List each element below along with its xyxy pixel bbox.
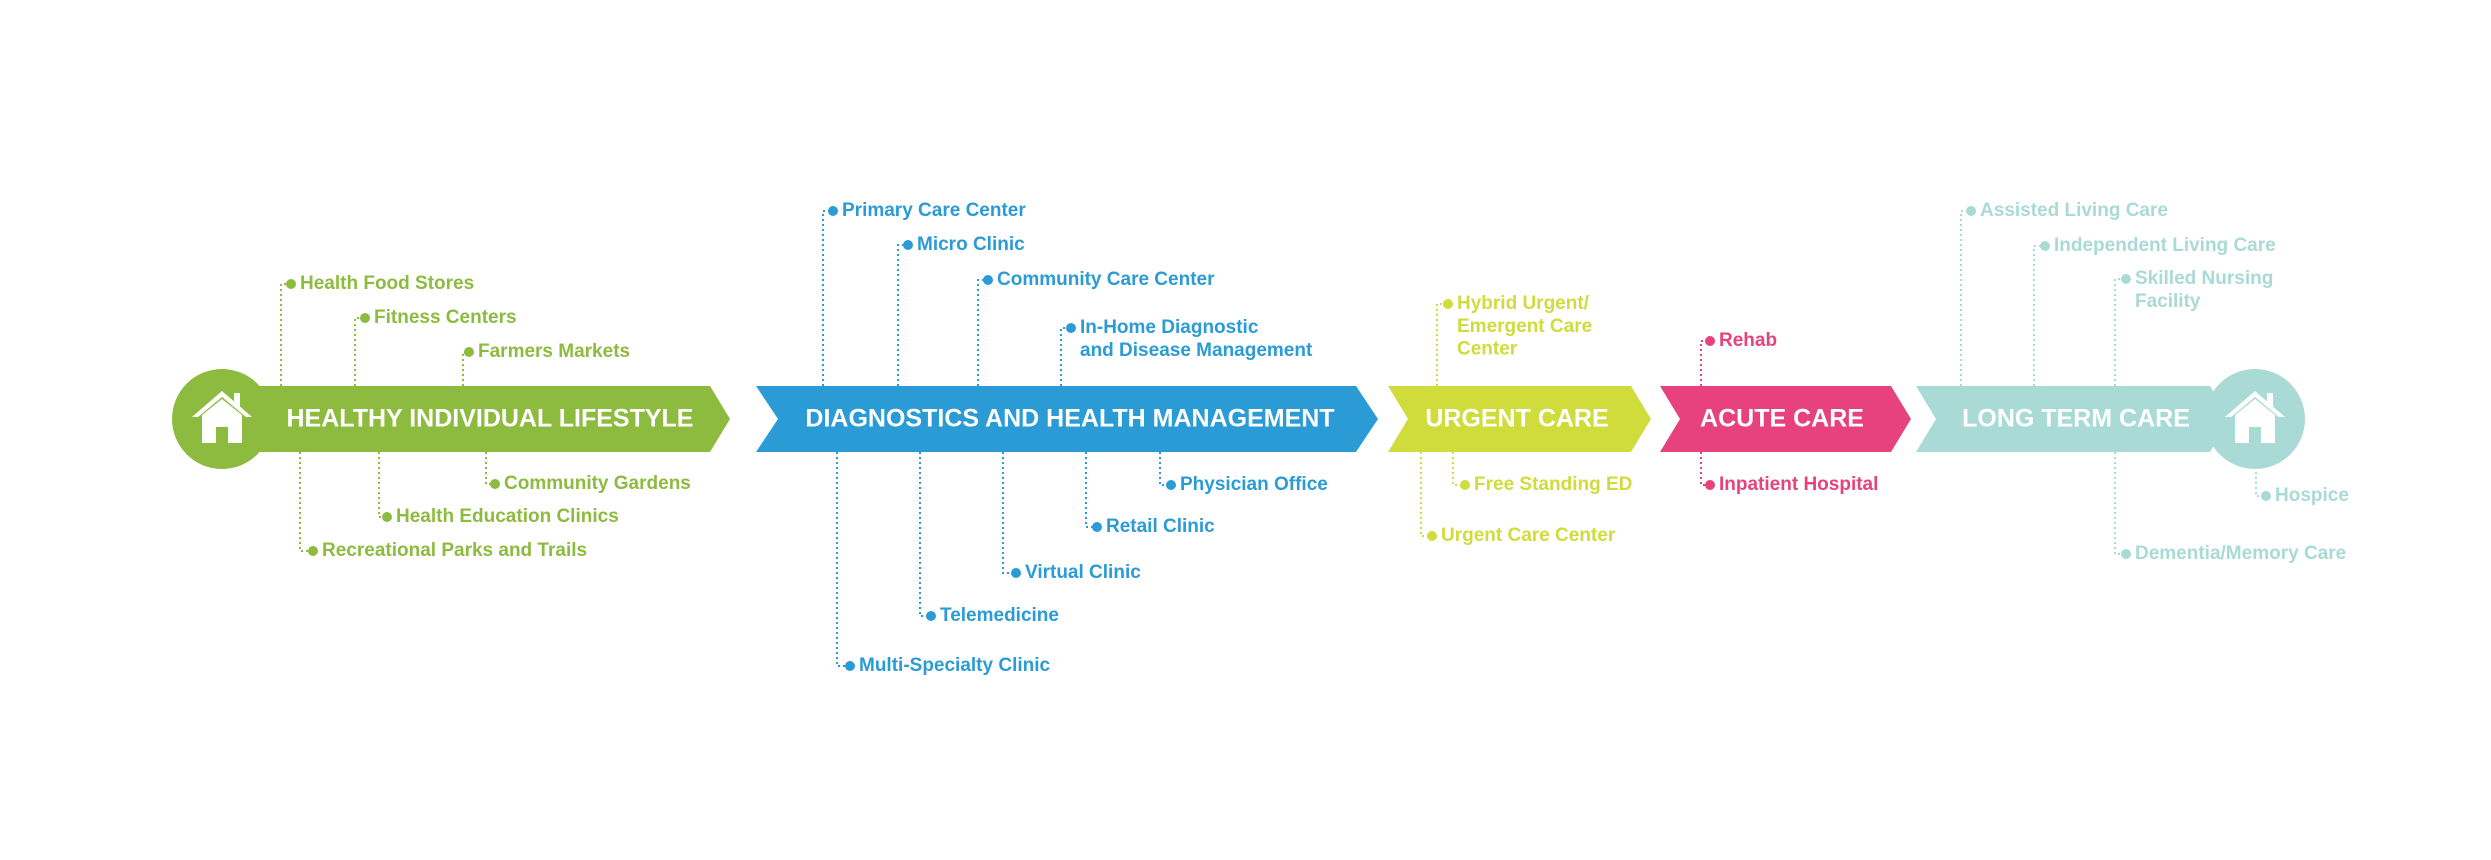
healthy-leader-dot xyxy=(360,313,370,323)
healthy-leader-dot xyxy=(490,479,500,489)
home-icon xyxy=(2225,391,2285,443)
diagnostics-item-above-2: Community Care Center xyxy=(997,269,1215,290)
healthy-leader-dot xyxy=(308,546,318,556)
diagnostics-leader-dot xyxy=(1092,522,1102,532)
longterm-leader-dot xyxy=(2261,491,2271,501)
healthy-item-below-1: Health Education Clinics xyxy=(396,506,619,527)
longterm-leader-dot xyxy=(2040,241,2050,251)
healthy-leader-line xyxy=(378,452,387,518)
diagnostics-leader-line xyxy=(919,452,931,617)
diagnostics-item-below-2: Virtual Clinic xyxy=(1025,562,1141,583)
healthy-item-below-0: Community Gardens xyxy=(504,473,691,494)
urgent-item-below-0: Free Standing ED xyxy=(1474,474,1632,495)
diagnostics-leader-dot xyxy=(983,275,993,285)
acute-leader-dot xyxy=(1705,336,1715,346)
healthy-leader-dot xyxy=(464,347,474,357)
diagnostics-band xyxy=(756,386,1378,452)
acute-band-label: ACUTE CARE xyxy=(1700,405,1864,433)
acute-leader-line xyxy=(1700,452,1710,486)
longterm-item-above-1: Independent Living Care xyxy=(2054,235,2276,256)
diagnostics-leader-line xyxy=(1085,452,1097,528)
acute-item-below-0: Inpatient Hospital xyxy=(1719,474,1878,495)
healthy-band xyxy=(230,386,730,452)
diagnostics-item-below-4: Multi-Specialty Clinic xyxy=(859,655,1051,676)
healthy-band-label: HEALTHY INDIVIDUAL LIFESTYLE xyxy=(287,405,694,433)
longterm-item-below-0: Hospice xyxy=(2275,485,2349,506)
diagnostics-item-above-0: Primary Care Center xyxy=(842,200,1026,221)
urgent-band xyxy=(1388,386,1651,452)
healthy-leader-line xyxy=(485,452,495,485)
diagnostics-band-label: DIAGNOSTICS AND HEALTH MANAGEMENT xyxy=(805,405,1334,433)
longterm-band xyxy=(1916,386,2230,452)
longterm-leader-dot xyxy=(1966,206,1976,216)
healthy-leader-dot xyxy=(286,279,296,289)
longterm-leader-dot xyxy=(2121,549,2131,559)
acute-item-above-0: Rehab xyxy=(1719,330,1777,351)
diagnostics-item-below-1: Retail Clinic xyxy=(1106,516,1215,537)
urgent-leader-line xyxy=(1420,452,1432,537)
longterm-band-label: LONG TERM CARE xyxy=(1962,405,2190,433)
diagnostics-leader-dot xyxy=(1066,323,1076,333)
diagnostics-leader-line xyxy=(897,244,908,386)
healthy-leader-line xyxy=(354,317,365,386)
urgent-leader-dot xyxy=(1443,299,1453,309)
diagnostics-leader-line xyxy=(836,452,850,667)
diagnostics-leader-dot xyxy=(926,611,936,621)
healthy-item-above-2: Farmers Markets xyxy=(478,341,630,362)
acute-band xyxy=(1660,386,1911,452)
longterm-leader-line xyxy=(2114,278,2126,386)
diagnostics-leader-dot xyxy=(828,206,838,216)
urgent-item-below-1: Urgent Care Center xyxy=(1441,525,1616,546)
healthy-item-below-2: Recreational Parks and Trails xyxy=(322,540,587,561)
diagnostics-item-below-0: Physician Office xyxy=(1180,474,1328,495)
healthy-leader-line xyxy=(462,351,469,386)
longterm-leader-line xyxy=(2033,245,2045,386)
diagnostics-leader-line xyxy=(1060,327,1071,386)
urgent-leader-dot xyxy=(1460,480,1470,490)
longterm-leader-line xyxy=(1960,210,1971,386)
diagnostics-item-below-3: Telemedicine xyxy=(940,605,1059,626)
diagnostics-leader-dot xyxy=(1011,568,1021,578)
acute-leader-line xyxy=(1700,340,1710,386)
diagnostics-leader-dot xyxy=(845,661,855,671)
diagnostics-leader-line xyxy=(1159,452,1171,486)
urgent-leader-line xyxy=(1452,452,1465,486)
healthy-leader-line xyxy=(299,452,313,552)
diagnostics-leader-line xyxy=(822,210,833,386)
diagnostics-leader-line xyxy=(1002,452,1016,574)
healthy-leader-line xyxy=(280,283,291,386)
longterm-item-below-1: Dementia/Memory Care xyxy=(2135,543,2346,564)
healthy-item-above-1: Fitness Centers xyxy=(374,307,517,328)
diagnostics-leader-line xyxy=(977,279,988,386)
acute-leader-dot xyxy=(1705,480,1715,490)
longterm-leader-line xyxy=(2114,452,2126,555)
longterm-item-above-0: Assisted Living Care xyxy=(1980,200,2168,221)
urgent-leader-dot xyxy=(1427,531,1437,541)
diagnostics-leader-dot xyxy=(1166,480,1176,490)
healthy-item-above-0: Health Food Stores xyxy=(300,273,474,294)
diagnostics-item-above-1: Micro Clinic xyxy=(917,234,1025,255)
longterm-leader-dot xyxy=(2121,274,2131,284)
urgent-leader-line xyxy=(1436,303,1448,386)
urgent-band-label: URGENT CARE xyxy=(1425,405,1608,433)
home-icon xyxy=(192,391,252,443)
diagnostics-leader-dot xyxy=(903,240,913,250)
healthy-leader-dot xyxy=(382,512,392,522)
